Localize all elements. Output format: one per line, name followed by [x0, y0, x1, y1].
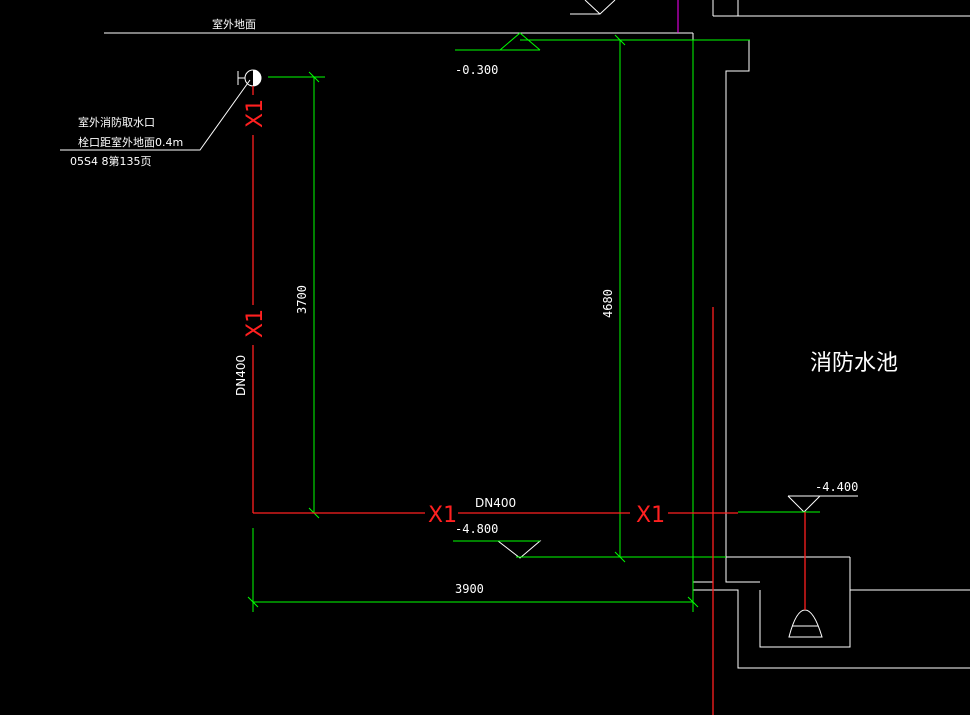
level-marker-pipe — [497, 540, 542, 559]
pool-water-level-label: -4.400 — [815, 480, 858, 494]
intake-note-line2: 栓口距室外地面0.4m — [78, 135, 183, 149]
ground-level-label: -0.300 — [455, 63, 498, 77]
intake-leader — [60, 79, 251, 151]
ground-label: 室外地面 — [212, 17, 256, 31]
dim-vertical-short-value: 3700 — [295, 285, 309, 314]
level-marker-ground — [499, 32, 541, 51]
intake-note-line3: 05S4 8第135页 — [70, 154, 151, 168]
dimension-lines — [247, 32, 820, 612]
suction-bell — [788, 609, 823, 638]
pool-sump — [759, 557, 851, 648]
pool-name-label: 消防水池 — [810, 351, 898, 376]
dim-vertical-long-value: 4680 — [601, 289, 615, 318]
level-marker-water — [787, 495, 822, 513]
pipe-tag-vertical-mid: X1 — [243, 309, 268, 338]
pipe-tag-horizontal-1: X1 — [428, 503, 457, 528]
pipe-size-vertical: DN400 — [234, 355, 248, 396]
intake-note-line1: 室外消防取水口 — [78, 115, 155, 129]
structure-outline — [60, 0, 970, 669]
pipe-tag-vertical-top: X1 — [243, 99, 268, 128]
hydrant-fill — [253, 70, 261, 86]
dim-horizontal-value: 3900 — [455, 582, 484, 596]
fire-pipe — [252, 86, 806, 715]
pipe-level-label: -4.800 — [455, 522, 498, 536]
pool-wall-inner — [725, 40, 850, 558]
pipe-tag-horizontal-2: X1 — [636, 503, 665, 528]
pipe-size-horizontal: DN400 — [475, 496, 516, 510]
